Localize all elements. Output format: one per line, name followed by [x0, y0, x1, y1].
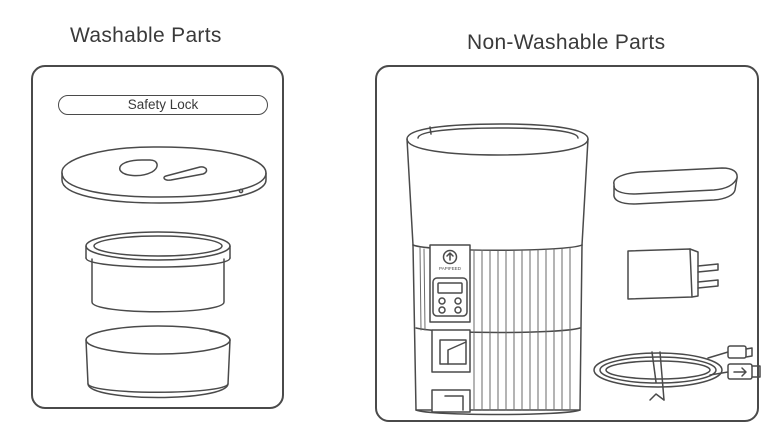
bowl-illustration — [85, 325, 231, 399]
feeder-illustration — [406, 123, 589, 416]
washable-parts-title: Washable Parts — [70, 24, 222, 47]
bowl-illustration — [85, 231, 231, 313]
power-adapter-illustration — [627, 248, 719, 300]
safety-lock-label: Safety Lock — [58, 95, 268, 115]
non-washable-parts-title: Non-Washable Parts — [467, 31, 666, 54]
usb-cable-illustration — [593, 345, 761, 401]
lid-illustration — [61, 146, 267, 204]
battery-pack-illustration — [613, 167, 738, 205]
brand-mark: PAPIFEED — [439, 266, 462, 271]
